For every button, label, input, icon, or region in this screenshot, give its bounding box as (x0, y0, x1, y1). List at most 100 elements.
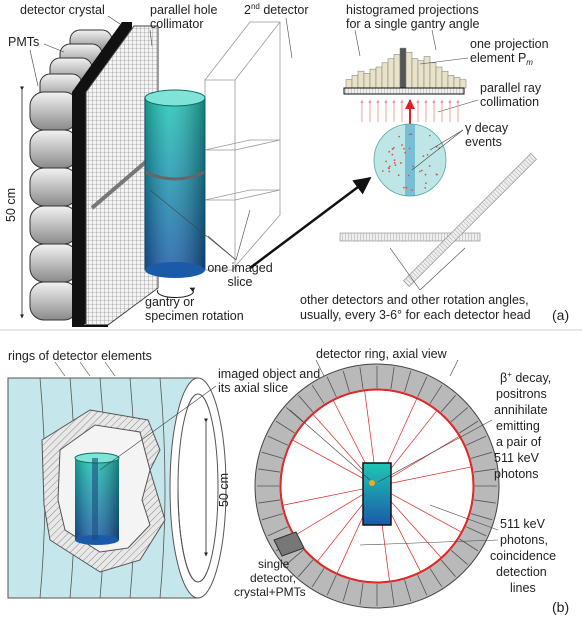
ring-segment (473, 468, 496, 473)
decay-event (428, 134, 431, 137)
histogram-bar (459, 79, 467, 89)
histogram-bar (351, 75, 359, 89)
ring-segment (311, 384, 325, 404)
detector-crystal-label: detector crystal (20, 3, 105, 17)
ring-segment (267, 526, 289, 537)
axial-slice (362, 462, 392, 526)
decay-event (408, 133, 411, 136)
histogram-bar (441, 70, 449, 89)
decay-event (419, 170, 421, 173)
decay-event (422, 155, 425, 158)
decay-event (411, 189, 414, 191)
parallel-ray-1: parallel ray (480, 81, 542, 95)
histogram-bar (423, 56, 431, 89)
decay-event (394, 164, 397, 167)
beta-decay-3: annihilate (494, 403, 548, 417)
decay-event (426, 154, 429, 156)
histogram-bar (453, 77, 461, 89)
histogram-bar (435, 66, 443, 89)
histogram-title-1: histogramed projections (346, 3, 479, 17)
size-label-b: 50 cm (217, 473, 231, 507)
histogram-bar (369, 68, 377, 89)
panel-b-label: (b) (552, 599, 569, 615)
ring-segment (286, 549, 304, 565)
decay-event (392, 146, 395, 149)
ring-segment (404, 370, 412, 393)
projection-element-1: one projection (470, 37, 549, 51)
ring-segment (342, 370, 350, 393)
decay-event (397, 174, 400, 177)
decay-event (404, 151, 407, 154)
ring-segment (459, 538, 479, 552)
pmts-label: PMTs (8, 35, 39, 49)
rings-label: rings of detector elements (8, 349, 152, 363)
ring-segment (261, 513, 284, 521)
histogram-bar (375, 66, 383, 89)
histogram-bar (357, 70, 365, 89)
decay-event (393, 159, 396, 162)
decay-event (388, 170, 391, 173)
decay-event (424, 173, 427, 176)
photons-2: photons, (500, 533, 548, 547)
histogram-bar (393, 54, 401, 89)
ring-segment (417, 574, 428, 596)
decay-event (388, 150, 391, 153)
beta-decay-7: photons (494, 467, 538, 481)
ring-inner-edge (279, 388, 475, 584)
single-detector-1: single (258, 557, 290, 571)
specimen-circle (373, 123, 447, 197)
ring-segment (429, 384, 443, 404)
other-detector-2 (403, 153, 537, 287)
decay-event (391, 153, 394, 156)
ring-segment (473, 499, 496, 504)
ring-segment (326, 376, 337, 398)
decay-event (405, 186, 408, 189)
projection-histogram (345, 47, 467, 89)
detector-ring-label: detector ring, axial view (316, 347, 448, 361)
ring-segment (286, 407, 304, 423)
ring-segment (450, 549, 468, 565)
beta-decay-1: β+ decay, (500, 370, 551, 385)
other-detectors-1: other detectors and other rotation angle… (300, 293, 529, 307)
ring-segment (275, 420, 295, 434)
ring-segment (465, 526, 487, 537)
ring-segment (465, 435, 487, 446)
parallel-rays (360, 99, 460, 122)
decay-event (410, 133, 413, 136)
decay-event (391, 148, 394, 150)
size-label-a: 50 cm (4, 188, 18, 222)
decay-event (399, 162, 402, 164)
decay-event (403, 186, 405, 189)
histogram-bar (447, 75, 455, 89)
ring-segment (258, 468, 281, 473)
histogram-bar (429, 62, 437, 89)
annihilation-point (369, 480, 375, 486)
imaged-cylinder-b (74, 452, 120, 545)
parallel-ray-2: collimation (480, 95, 539, 109)
gamma-label-1: γ decay (465, 121, 509, 135)
one-imaged-slice-2: slice (227, 275, 252, 289)
ring-segment (440, 559, 456, 577)
gamma-label-2: events (465, 135, 502, 149)
decay-event (428, 165, 431, 167)
histogram-bar (387, 58, 395, 89)
beta-decay-4: emitting (496, 419, 540, 433)
decay-event (412, 165, 415, 168)
ring-segment (390, 367, 395, 390)
decay-event (381, 170, 384, 172)
ring-segment (258, 499, 281, 504)
imaged-object-label-2: its axial slice (218, 381, 288, 395)
single-detector (273, 531, 305, 557)
big-arrow (249, 176, 372, 269)
decay-event (420, 169, 423, 172)
ring-segment (326, 574, 337, 596)
second-detector (204, 21, 281, 271)
other-detectors-2: usually, every 3-6° for each detector he… (300, 308, 531, 322)
decay-event (408, 147, 411, 150)
decay-event (425, 182, 427, 185)
beta-decay-6: 511 keV (494, 451, 540, 465)
decay-event (424, 186, 427, 189)
histogram-bar (417, 60, 425, 89)
rotation-arrow (156, 287, 196, 298)
